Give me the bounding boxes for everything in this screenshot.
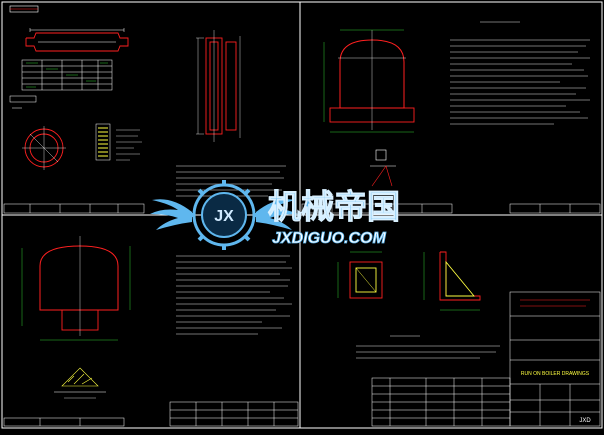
wing-emblem-icon: JX — [150, 180, 298, 250]
watermark-emblem-text: JX — [214, 208, 234, 225]
parameter-table — [21, 59, 113, 91]
bottom-left-arch-section — [3, 236, 299, 427]
pulley-side-view — [205, 30, 241, 142]
ring-section — [22, 126, 66, 170]
title-block-project: RUN ON BOILER DRAWINGS — [521, 371, 590, 377]
watermark: JX 机械帝国 JXDIGUO.COM — [150, 180, 401, 250]
title-block-code: JXD — [579, 418, 591, 424]
watermark-title: 机械帝国 — [268, 188, 400, 225]
bottom-right-bracket-details: RUN ON BOILER DRAWINGS JXD — [337, 251, 601, 427]
top-right-arch-section — [301, 21, 601, 214]
coil-detail — [95, 123, 111, 161]
watermark-site: JXDIGUO.COM — [272, 230, 386, 247]
title-block — [509, 291, 601, 427]
